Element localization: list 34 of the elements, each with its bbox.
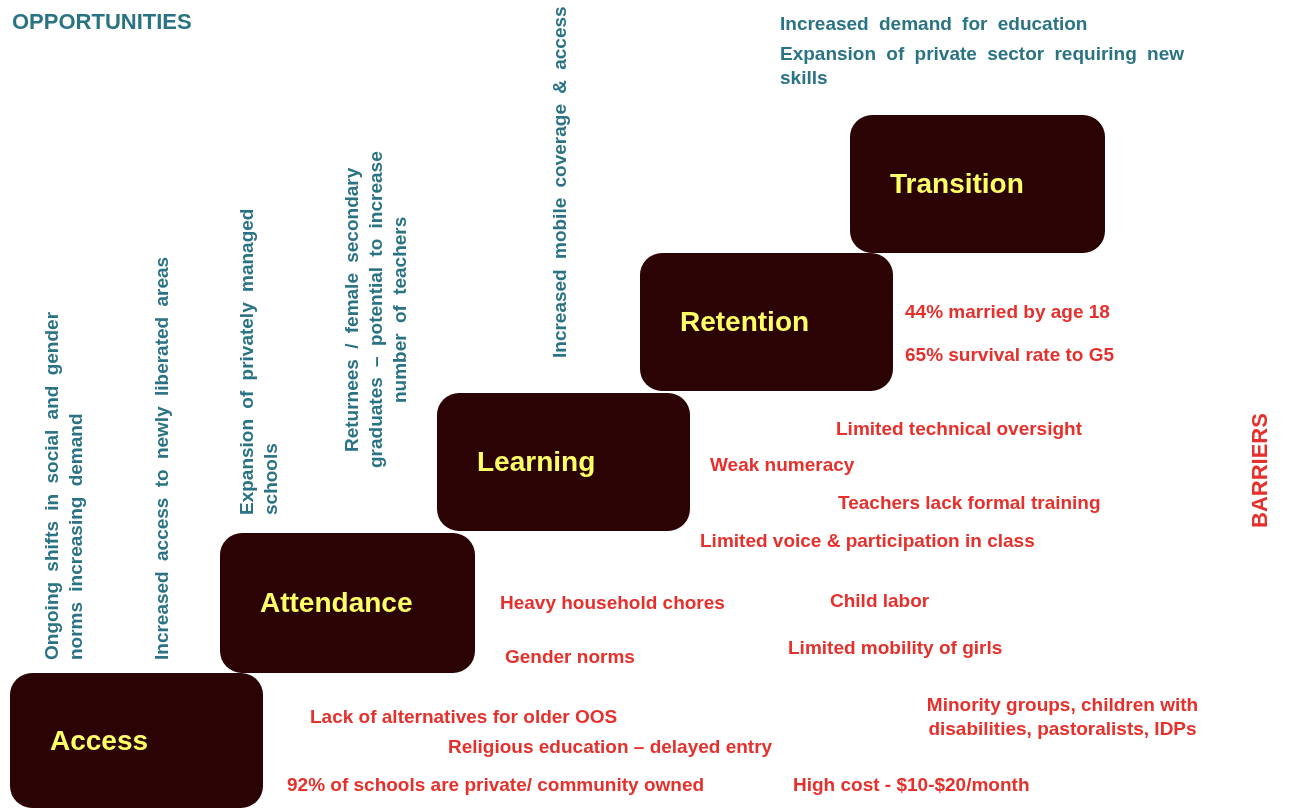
opportunity-text: Expansion of private sector requiring new skills (780, 42, 1186, 90)
step-label: Retention (679, 306, 811, 338)
barrier-text: Teachers lack formal training (838, 491, 1101, 515)
barrier-text: 44% married by age 18 (905, 300, 1110, 324)
barrier-text: Religious education – delayed entry (448, 735, 773, 759)
heading: OPPORTUNITIES (12, 10, 192, 34)
step-label: Access (49, 724, 150, 757)
barrier-text: High cost - $10-$20/month (793, 773, 1030, 797)
opportunity-text: Increased demand for education (780, 12, 1088, 36)
barrier-text: Gender norms (505, 645, 635, 669)
barrier-text: Limited technical oversight (836, 417, 1082, 441)
step-label: Transition (889, 168, 1025, 200)
barrier-text: Heavy household chores (500, 591, 725, 615)
step-box (640, 253, 893, 391)
opportunity-text: Increased mobile coverage & access (548, 5, 571, 358)
barrier-text: Minority groups, children with disabilities, pastoralists, IDPs (925, 693, 1200, 741)
barrier-text: 92% of schools are private/ community owned (287, 773, 705, 797)
step-label: Learning (476, 446, 597, 478)
step-box (850, 115, 1105, 253)
barrier-text: 65% survival rate to G5 (905, 343, 1115, 367)
opportunity-text: Ongoing shifts in social and gender norms increasing demand (40, 310, 87, 660)
step-box (437, 393, 690, 531)
barrier-text: Weak numeracy (710, 453, 855, 477)
step-box (220, 533, 475, 673)
heading: BARRIERS (1248, 412, 1272, 528)
barrier-text: Child labor (830, 589, 930, 613)
barrier-text: Limited mobility of girls (788, 636, 1003, 660)
barrier-text: Limited voice & participation in class (700, 529, 1035, 553)
step-label: Attendance (259, 587, 414, 619)
opportunity-text: Expansion of privately managed schools (235, 207, 282, 515)
barrier-text: Lack of alternatives for older OOS (310, 705, 618, 729)
opportunity-text: Returnees / female secondary graduates – potential to increase number of teachers (340, 150, 411, 470)
step-box (10, 673, 263, 808)
opportunity-text: Increased access to newly liberated areas (150, 255, 173, 660)
